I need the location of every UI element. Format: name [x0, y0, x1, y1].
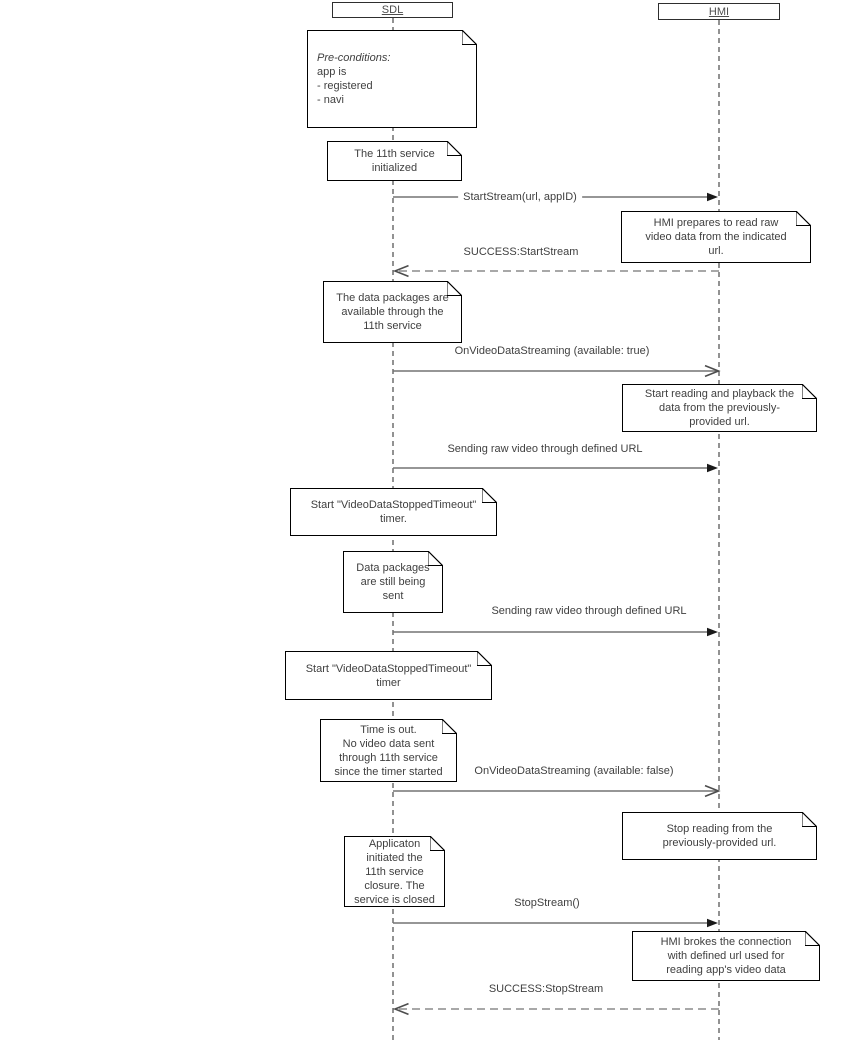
note-fold-icon — [442, 719, 457, 734]
note-data-packages-available: The data packages are available through … — [323, 281, 462, 343]
note-packages-still-sent-text: Data packages are still being sent — [356, 562, 430, 602]
note-start-timer-first: Start "VideoDataStoppedTimeout" timer. — [290, 488, 497, 536]
note-preconditions: Pre-conditions: app is - registered - nav… — [307, 30, 477, 128]
note-hmi-prepares: HMI prepares to read raw video data from… — [621, 211, 811, 263]
actor-hmi-label: HMI — [708, 5, 730, 18]
message-label-startstream: StartStream(url, appID) — [458, 191, 582, 203]
note-fold-icon — [447, 141, 462, 156]
message-label-success-stopstream: SUCCESS:StopStream — [488, 983, 604, 995]
arrowhead-filled-icon — [707, 627, 718, 637]
note-fold-icon — [430, 836, 445, 851]
note-app-closure-text: Applicaton initiated the 11th service cl… — [354, 837, 435, 906]
arrowhead-open-icon — [392, 1002, 409, 1016]
note-fold-icon — [447, 281, 462, 296]
message-label-onvideodatastreaming-false: OnVideoDataStreaming (available: false) — [474, 765, 674, 777]
message-label-stopstream: StopStream() — [514, 897, 580, 909]
actor-sdl: SDL — [332, 2, 453, 18]
message-label-sending-raw-video-1: Sending raw video through defined URL — [447, 443, 643, 455]
message-label-success-startstream: SUCCESS:StartStream — [463, 246, 579, 258]
arrowhead-filled-icon — [707, 918, 718, 928]
note-app-closure: Applicaton initiated the 11th service cl… — [344, 836, 445, 907]
note-service-initialized-text: The 11th service initialized — [354, 148, 435, 174]
note-time-is-out-text: Time is out. No video data sent through … — [334, 723, 443, 778]
note-preconditions-heading: Pre-conditions: — [317, 52, 391, 64]
message-label-onvideodatastreaming-true: OnVideoDataStreaming (available: true) — [454, 345, 650, 357]
note-start-timer-second-text: Start "VideoDataStoppedTimeout" timer — [305, 662, 472, 689]
note-hmi-brokes-text: HMI brokes the connection with defined u… — [660, 936, 792, 976]
note-service-initialized: The 11th service initialized — [327, 141, 462, 181]
note-start-timer-first-text: Start "VideoDataStoppedTimeout" timer. — [310, 499, 477, 525]
note-preconditions-text: Pre-conditions: app is - registered - nav… — [308, 51, 476, 107]
note-start-timer-second: Start "VideoDataStoppedTimeout" timer — [285, 651, 492, 700]
note-fold-icon — [796, 211, 811, 226]
note-stop-reading-text: Stop reading from the previously-provide… — [662, 823, 777, 849]
note-stop-reading: Stop reading from the previously-provide… — [622, 812, 817, 860]
message-label-sending-raw-video-2: Sending raw video through defined URL — [491, 605, 687, 617]
note-start-reading-text: Start reading and playback the data from… — [644, 388, 795, 428]
note-packages-still-sent: Data packages are still being sent — [343, 551, 443, 613]
arrowhead-filled-icon — [707, 192, 718, 202]
note-hmi-brokes: HMI brokes the connection with defined u… — [632, 931, 820, 981]
arrowhead-open-icon — [392, 264, 409, 278]
note-fold-icon — [805, 931, 820, 946]
note-fold-icon — [428, 551, 443, 566]
note-fold-icon — [482, 488, 497, 503]
note-data-packages-available-text: The data packages are available through … — [336, 292, 449, 332]
note-time-is-out: Time is out. No video data sent through … — [320, 719, 457, 782]
note-fold-icon — [462, 30, 477, 45]
arrowhead-open-icon — [704, 364, 721, 378]
note-fold-icon — [477, 651, 492, 666]
actor-sdl-label: SDL — [381, 4, 404, 16]
note-hmi-prepares-text: HMI prepares to read raw video data from… — [645, 217, 787, 257]
note-preconditions-body: app is - registered - navi — [317, 66, 373, 106]
arrowhead-filled-icon — [707, 463, 718, 473]
arrowhead-open-icon — [704, 784, 721, 798]
note-start-reading: Start reading and playback the data from… — [622, 384, 817, 432]
note-fold-icon — [802, 812, 817, 827]
actor-hmi: HMI — [658, 3, 780, 20]
note-fold-icon — [802, 384, 817, 399]
